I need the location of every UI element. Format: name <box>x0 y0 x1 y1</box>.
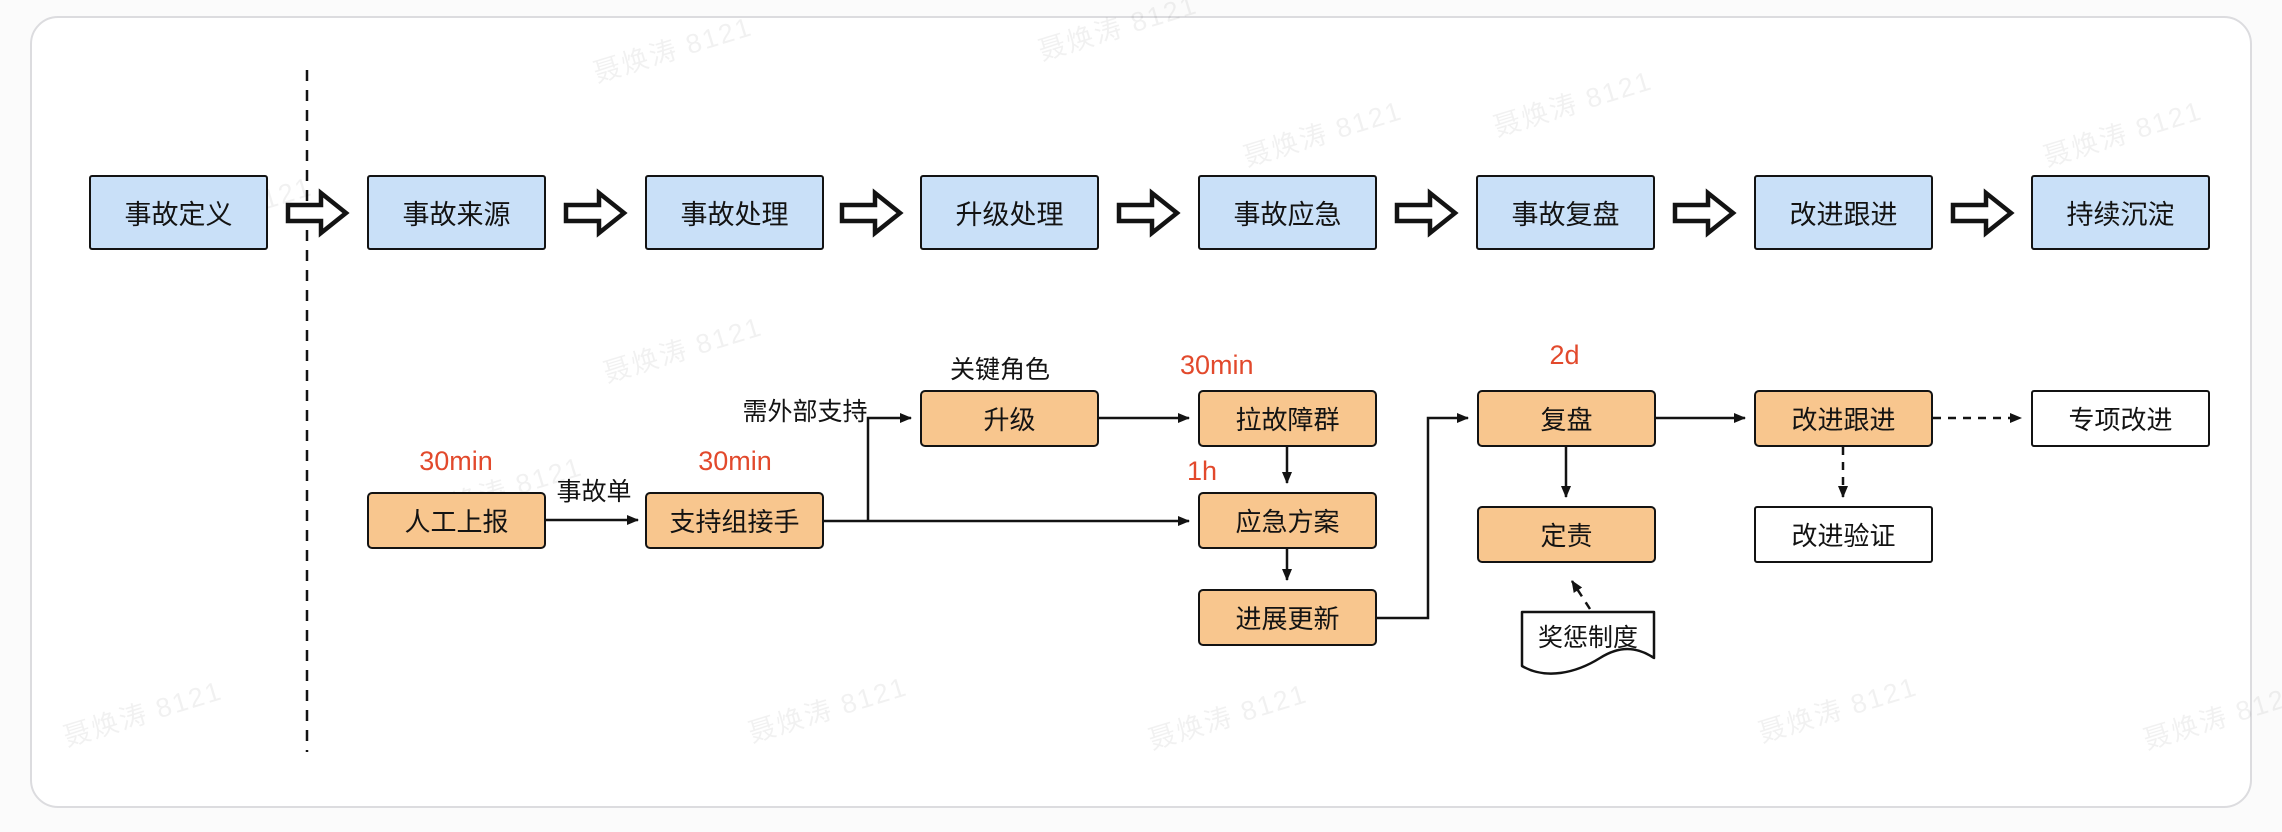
stage-incident-source: 事故来源 <box>367 175 546 250</box>
stage-incident-handling: 事故处理 <box>645 175 824 250</box>
stage-arrow-icon <box>1116 188 1181 238</box>
stage-continuous-accumulation: 持续沉淀 <box>2031 175 2210 250</box>
stage-arrow-icon <box>1672 188 1737 238</box>
stage-arrow-icon <box>563 188 628 238</box>
node-special-improvement: 专项改进 <box>2031 390 2210 447</box>
edge-support-to-escalate <box>866 413 912 521</box>
stage-arrow-icon <box>285 188 350 238</box>
node-progress-update: 进展更新 <box>1198 589 1377 646</box>
node-manual-report: 人工上报 <box>367 492 546 549</box>
node-support-takeover: 支持组接手 <box>645 492 824 549</box>
node-emergency-plan: 应急方案 <box>1198 492 1377 549</box>
node-improvement-verification: 改进验证 <box>1754 506 1933 563</box>
stage-incident-emergency: 事故应急 <box>1198 175 1377 250</box>
stage-arrow-icon <box>839 188 904 238</box>
sla-emergency-plan: 1h <box>1187 456 1218 486</box>
sla-manual-report: 30min <box>419 446 493 476</box>
sla-support-takeover: 30min <box>698 446 772 476</box>
edge-progress-to-review <box>1377 413 1469 620</box>
node-improvement-follow-up: 改进跟进 <box>1754 390 1933 447</box>
document-shape-icon <box>1520 610 1656 675</box>
sla-pull-group: 30min <box>1180 350 1254 380</box>
stage-improvement-follow-up: 改进跟进 <box>1754 175 1933 250</box>
node-pull-incident-group: 拉故障群 <box>1198 390 1377 447</box>
ticket-edge-label: 事故单 <box>556 478 632 506</box>
node-escalate: 升级 <box>920 390 1099 447</box>
stage-incident-definition: 事故定义 <box>89 175 268 250</box>
stage-arrows <box>285 188 2015 238</box>
stage-arrow-icon <box>1950 188 2015 238</box>
stage-incident-review: 事故复盘 <box>1476 175 1655 250</box>
stage-escalation-handling: 升级处理 <box>920 175 1099 250</box>
node-review: 复盘 <box>1477 390 1656 447</box>
edge-doc-to-assign-dashed <box>1570 580 1592 610</box>
node-assign-responsibility: 定责 <box>1477 506 1656 563</box>
node-reward-punishment-doc: 奖惩制度 <box>1520 610 1656 688</box>
stage-arrow-icon <box>1394 188 1459 238</box>
key-role-label: 关键角色 <box>949 356 1050 384</box>
sla-review: 2d <box>1549 340 1580 370</box>
external-support-edge-label: 需外部支持 <box>742 398 868 426</box>
reward-punishment-label: 奖惩制度 <box>1537 624 1638 652</box>
